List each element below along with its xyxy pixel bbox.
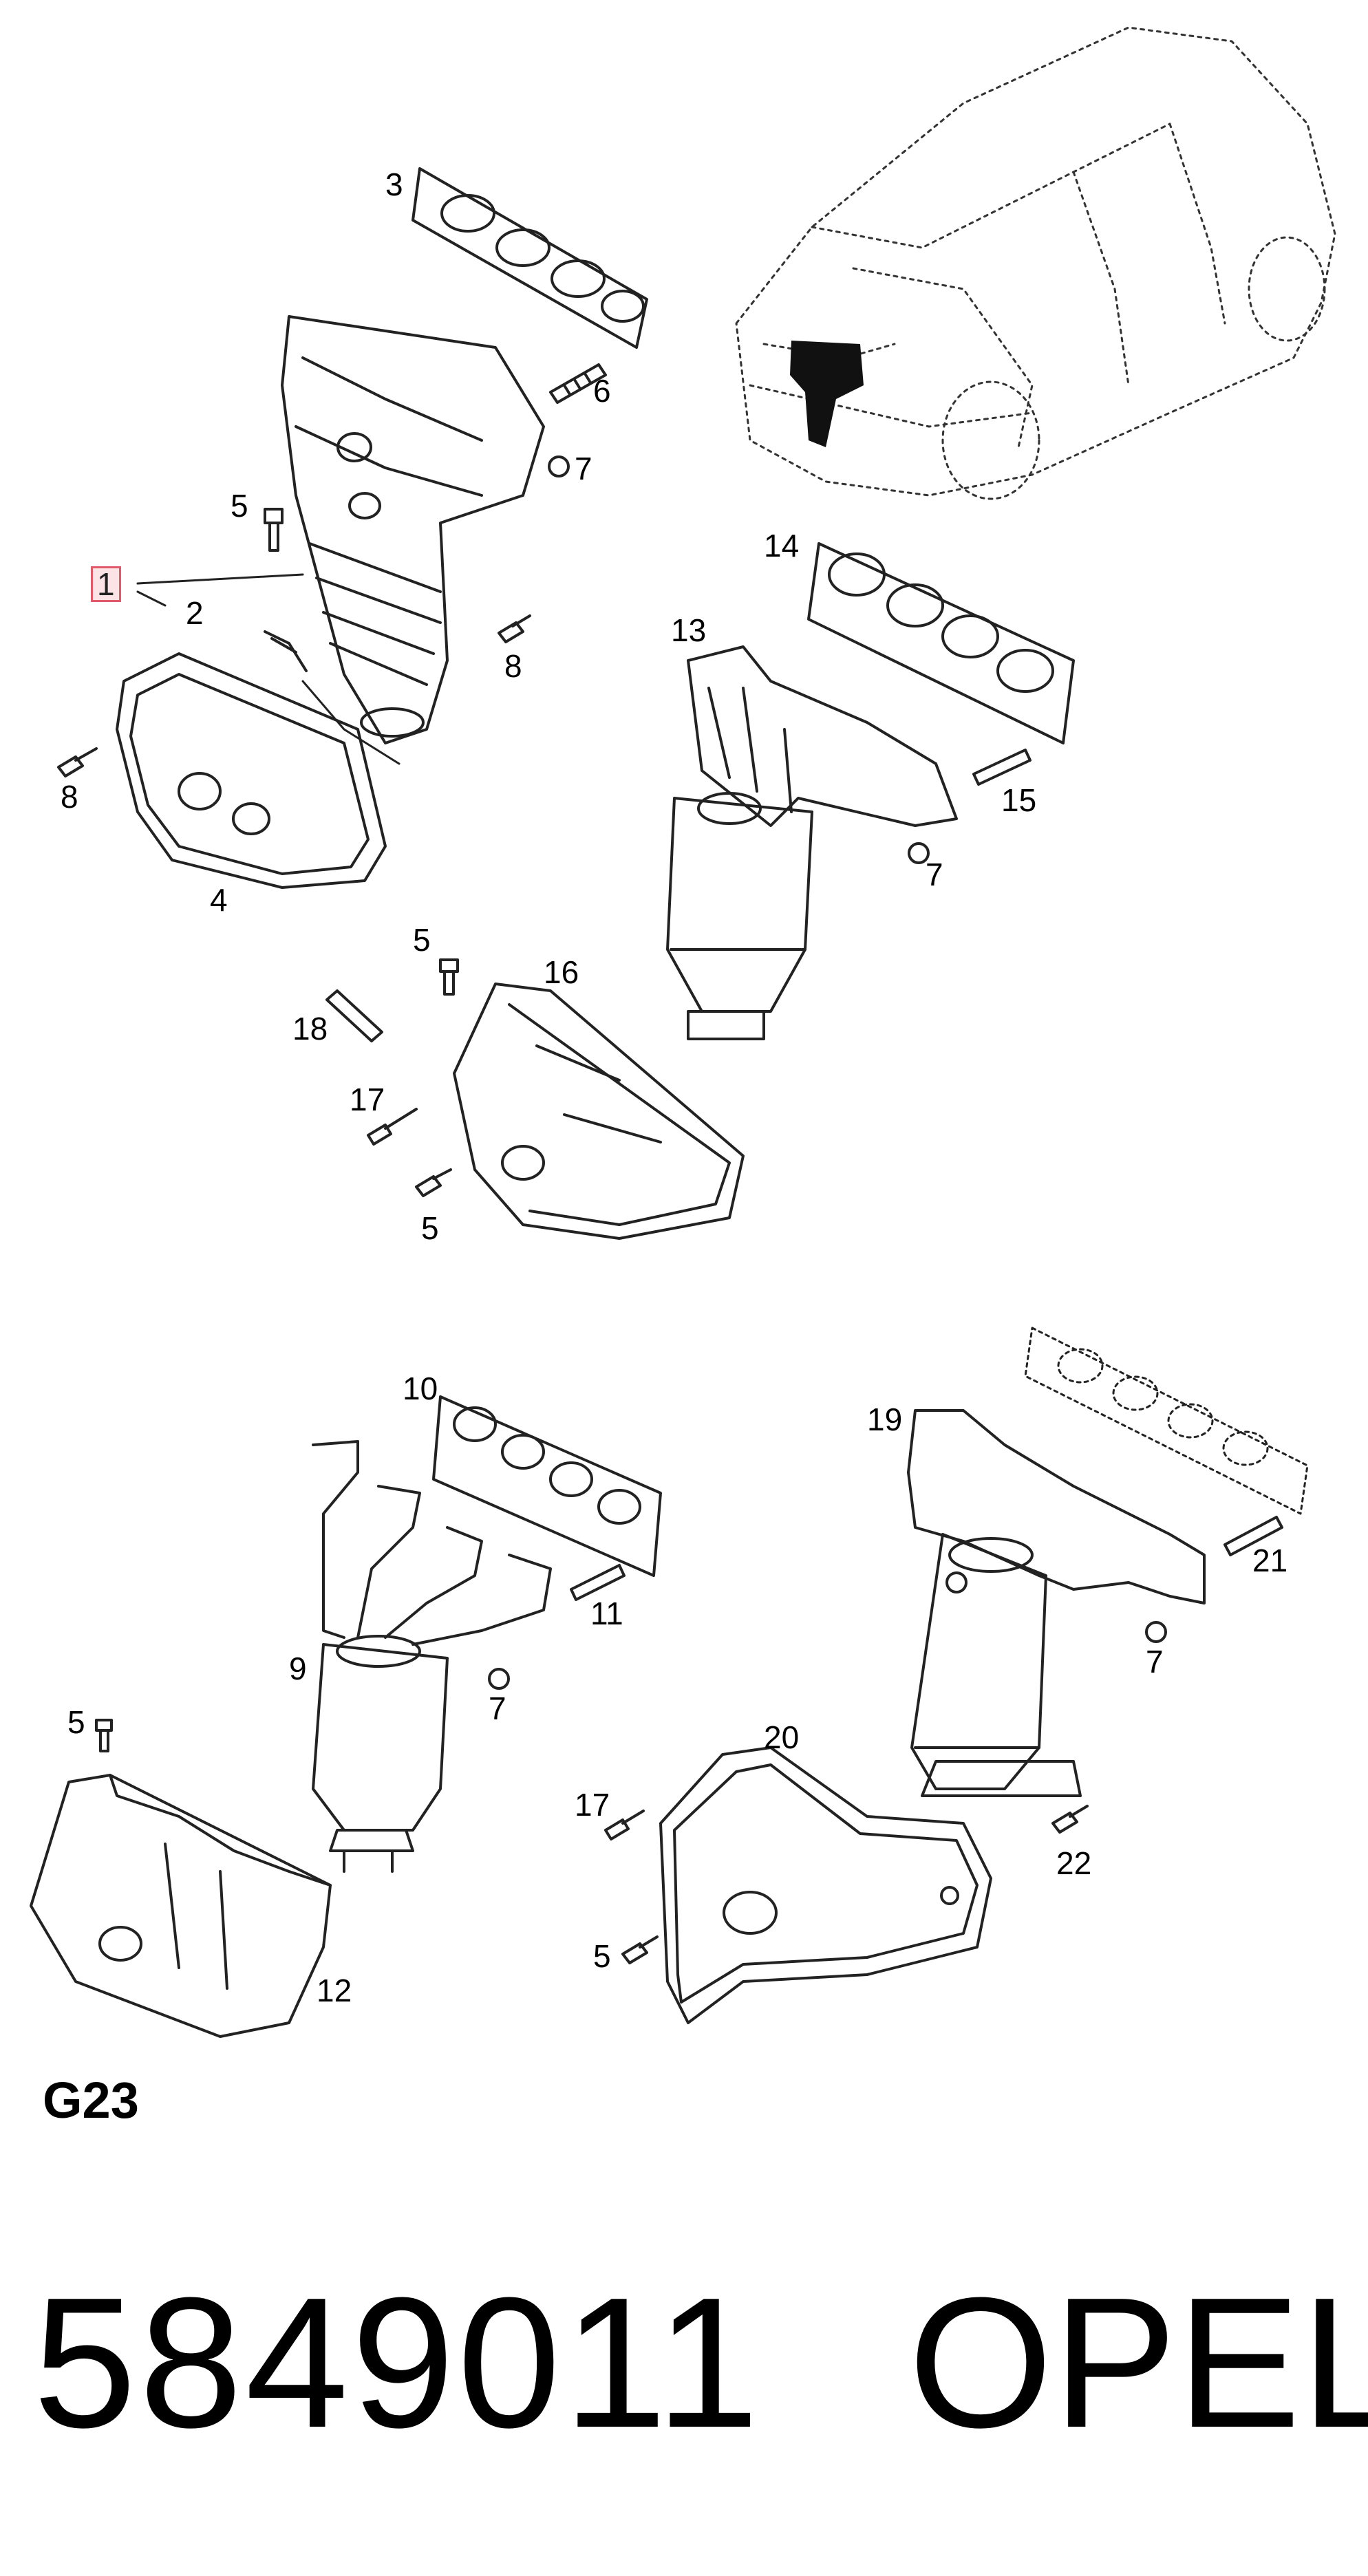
callout-part-8-a[interactable]: 8 <box>504 648 522 684</box>
callout-part-17-b[interactable]: 17 <box>575 1787 610 1823</box>
part-4-heat-shield <box>116 652 387 889</box>
callout-part-13[interactable]: 13 <box>671 612 707 648</box>
part-9-header-catalyst <box>312 1440 552 1873</box>
callout-part-16[interactable]: 16 <box>544 954 579 990</box>
part-16-heat-shield <box>453 983 745 1240</box>
part-20-heat-shield <box>659 1746 992 2024</box>
part-1-manifold-catalyst <box>281 315 545 744</box>
part-7-nut-b <box>908 842 930 864</box>
callout-part-22[interactable]: 22 <box>1056 1845 1092 1881</box>
callout-part-5-d[interactable]: 5 <box>67 1704 85 1740</box>
callout-part-20[interactable]: 20 <box>764 1719 800 1755</box>
part-5-bolt-e <box>621 1935 659 1964</box>
callout-part-5-b[interactable]: 5 <box>413 922 431 958</box>
part-15-stud <box>972 749 1032 786</box>
callout-part-5-a[interactable]: 5 <box>231 488 248 524</box>
part-5-bolt-a <box>264 508 284 552</box>
callout-part-9[interactable]: 9 <box>289 1651 307 1686</box>
callout-part-19[interactable]: 19 <box>867 1402 903 1437</box>
section-code: G23 <box>43 2072 139 2129</box>
part-13-header-catalyst <box>666 645 958 1040</box>
callout-part-8-b[interactable]: 8 <box>61 779 78 815</box>
part-number: 5849011 <box>33 2260 762 2467</box>
part-7-nut-d <box>1145 1621 1167 1643</box>
callout-part-17-a[interactable]: 17 <box>350 1082 385 1117</box>
part-8-bolt-a <box>498 614 531 643</box>
part-17-bolt-b <box>604 1810 645 1840</box>
part-6-stud <box>549 363 607 404</box>
callout-part-1[interactable]: 1 <box>91 566 121 602</box>
part-8-bolt-b <box>57 747 98 777</box>
part-2-bolt <box>264 630 308 672</box>
part-12-heat-shield <box>30 1774 332 2038</box>
part-11-stud <box>570 1564 626 1601</box>
callout-part-7-a[interactable]: 7 <box>575 451 592 486</box>
callout-part-18[interactable]: 18 <box>292 1011 328 1046</box>
vehicle-location-marker <box>790 341 864 447</box>
callout-part-21[interactable]: 21 <box>1252 1543 1288 1578</box>
part-19-manifold-catalyst <box>907 1409 1206 1797</box>
callout-part-6[interactable]: 6 <box>593 373 611 409</box>
part-19-gasket-dotted <box>1024 1327 1309 1515</box>
part-7-nut-c <box>488 1668 510 1690</box>
part-22-bolt <box>1051 1805 1089 1834</box>
part-3-gasket <box>412 167 648 349</box>
callout-part-3[interactable]: 3 <box>385 167 403 202</box>
leader-lines <box>136 573 400 765</box>
part-7-nut-a <box>548 455 570 477</box>
callout-part-7-b[interactable]: 7 <box>926 857 943 892</box>
callout-part-12[interactable]: 12 <box>317 1973 352 2008</box>
part-17-bolt-a <box>367 1108 418 1146</box>
callout-part-14[interactable]: 14 <box>764 528 800 564</box>
part-14-gasket <box>807 542 1075 744</box>
callout-part-7-d[interactable]: 7 <box>1146 1644 1164 1679</box>
part-10-gasket <box>432 1395 662 1577</box>
part-5-bolt-b <box>439 958 459 996</box>
part-18-stud <box>325 989 383 1042</box>
callout-part-4[interactable]: 4 <box>210 882 228 918</box>
part-5-bolt-d <box>95 1719 113 1752</box>
part-21-stud <box>1223 1516 1283 1556</box>
callout-part-2[interactable]: 2 <box>186 595 204 631</box>
callout-part-11[interactable]: 11 <box>590 1596 623 1631</box>
callout-part-7-c[interactable]: 7 <box>489 1690 506 1726</box>
callout-part-15[interactable]: 15 <box>1001 782 1037 818</box>
callout-part-5-e[interactable]: 5 <box>593 1938 611 1974</box>
brand-name: OPEL <box>908 2260 1368 2467</box>
part-5-bolt-c <box>415 1168 452 1197</box>
callout-part-10[interactable]: 10 <box>403 1371 438 1406</box>
callout-part-5-c[interactable]: 5 <box>421 1210 439 1246</box>
